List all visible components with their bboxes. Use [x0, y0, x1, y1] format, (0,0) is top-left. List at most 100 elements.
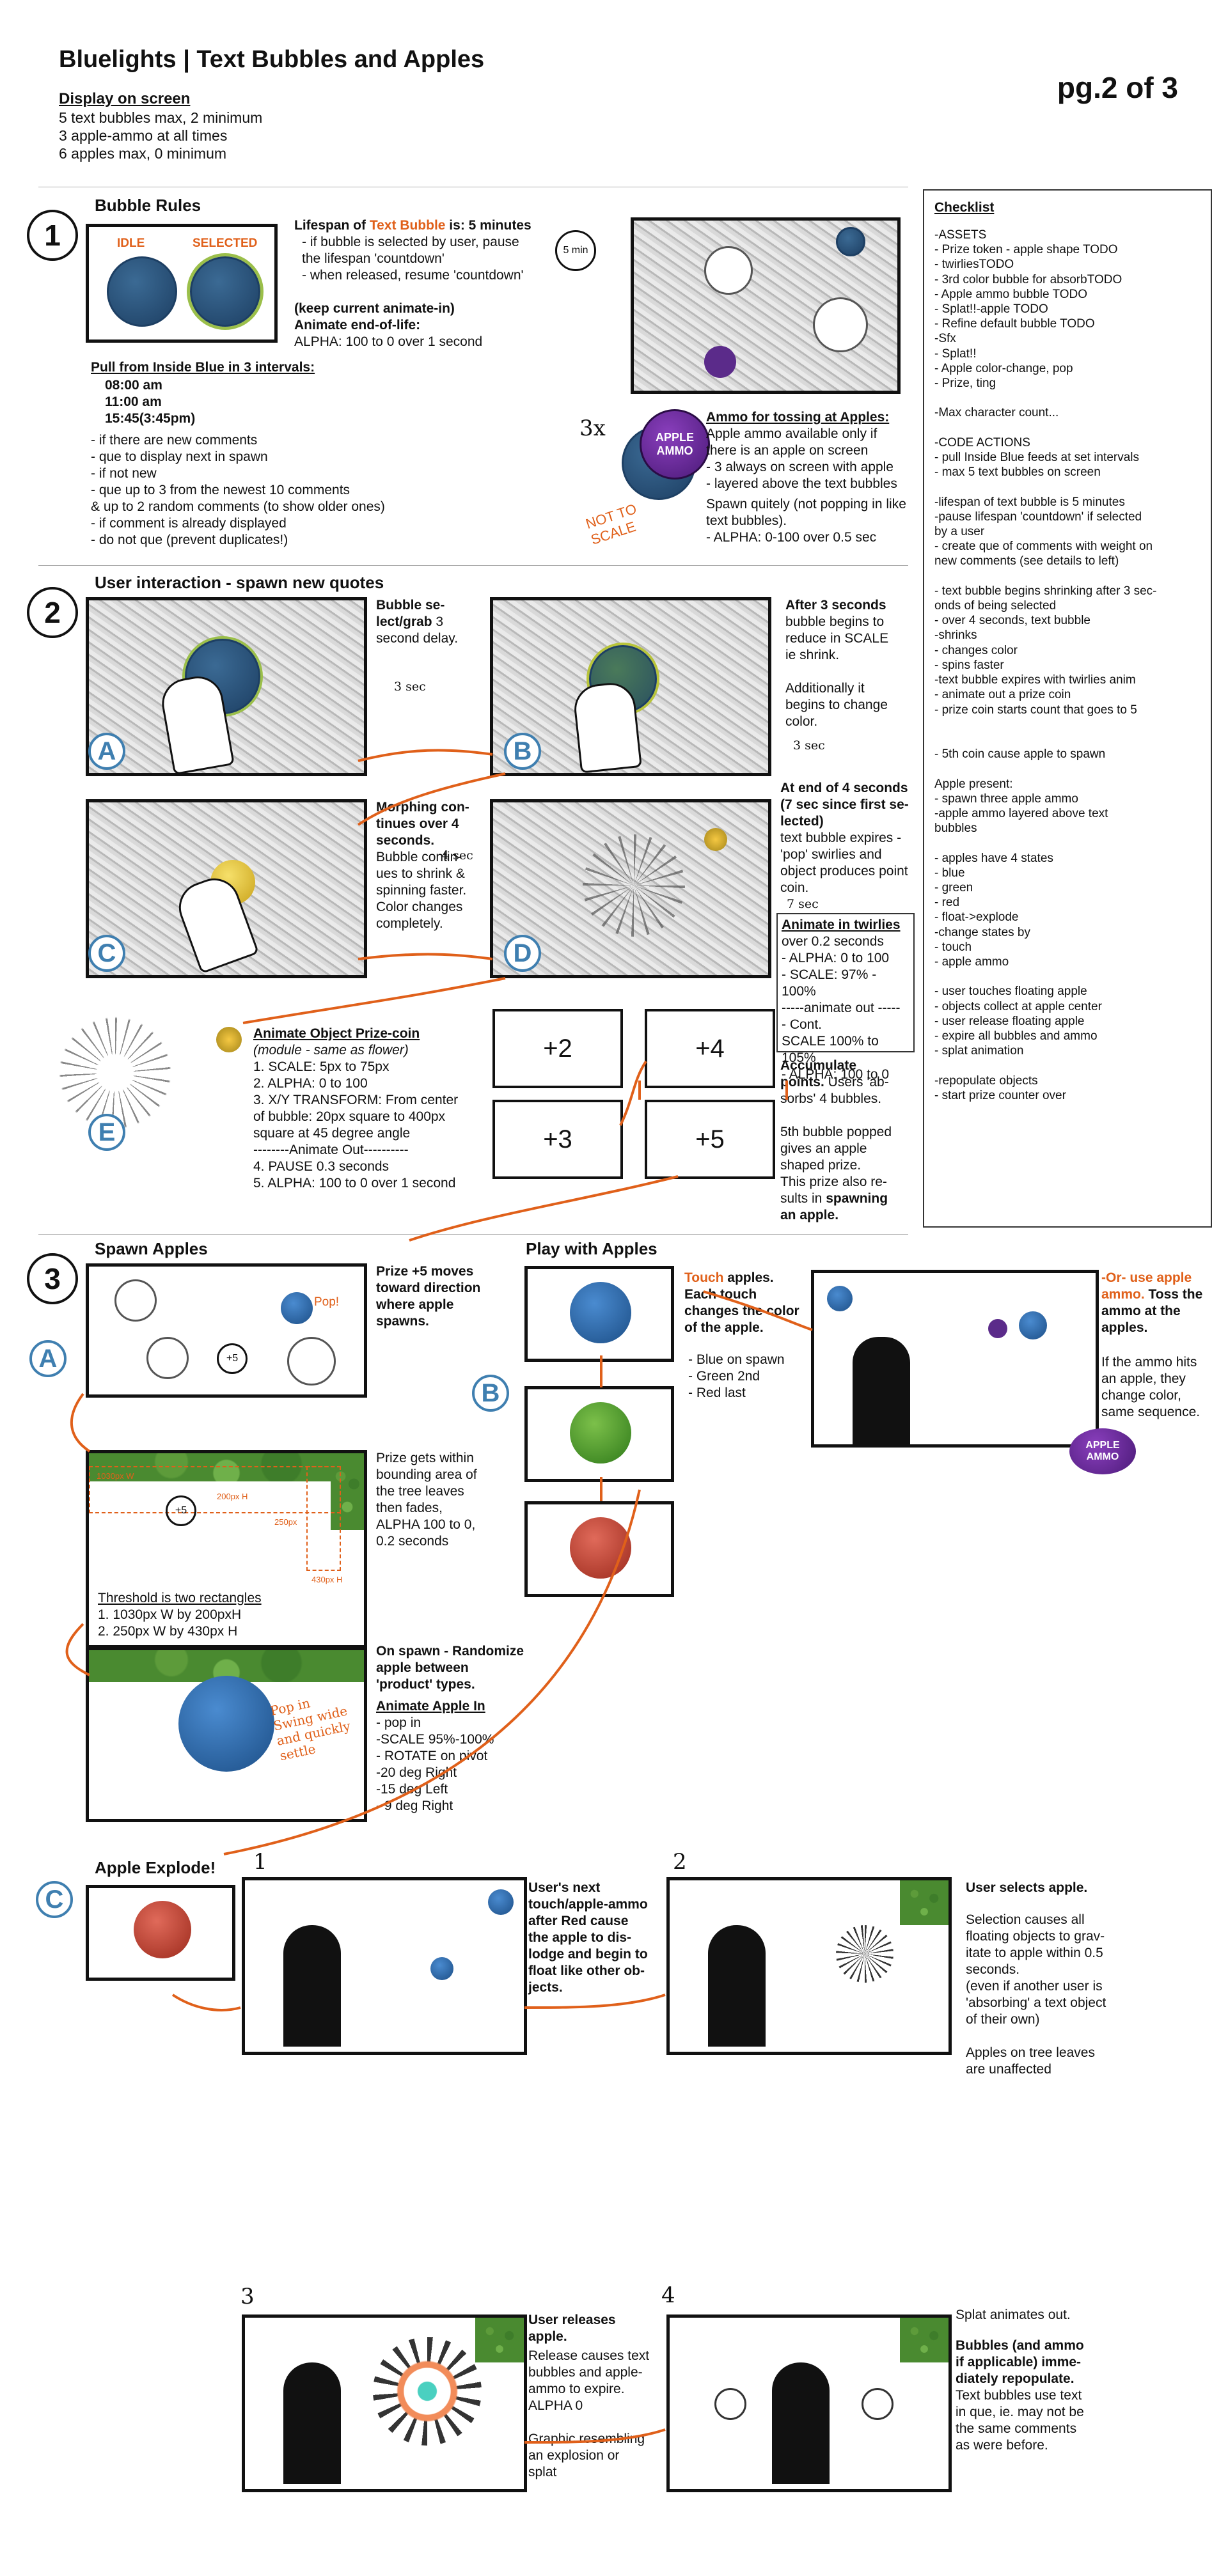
- step-b-bold: After 3 seconds: [785, 598, 886, 613]
- threshold-rect-2: [306, 1466, 341, 1571]
- explode-frame-small: [86, 1885, 235, 1981]
- threshold-lines: 1. 1030px W by 200pxH 2. 250px W by 430p…: [98, 1607, 242, 1639]
- or-use: -Or- use apple ammo.: [1101, 1270, 1192, 1302]
- lifespan-pre: Lifespan of: [294, 218, 370, 233]
- ammo-label: APPLE AMMO: [655, 431, 694, 457]
- spawn-quotes-heading: User interaction - spawn new quotes: [95, 573, 384, 592]
- display-lines: 5 text bubbles max, 2 minimum 3 apple-am…: [59, 109, 263, 162]
- user-silhouette: [708, 1925, 766, 2047]
- section-number-3: 3: [27, 1253, 78, 1304]
- checklist-panel: Checklist -ASSETS - Prize token - apple …: [923, 189, 1212, 1228]
- queue-rules: - if there are new comments - que to dis…: [91, 433, 385, 547]
- prize-coin-icon: [216, 1027, 242, 1052]
- or-use-text: -Or- use apple ammo. Toss the ammo at th…: [1101, 1270, 1202, 1336]
- touch-pre: Touch: [684, 1270, 724, 1285]
- label-d: D: [504, 935, 541, 972]
- dim-1030: 1030px W: [97, 1471, 134, 1481]
- explode-frame-1: [242, 1877, 527, 2055]
- arrow-ex-0-1: [171, 1994, 241, 2011]
- display-heading: Display on screen: [59, 90, 191, 107]
- lifespan-rule: Lifespan of Text Bubble is: 5 minutes: [294, 217, 531, 234]
- ammo-icon: [988, 1319, 1007, 1338]
- step-2-number: 2: [673, 1849, 687, 1875]
- explode-heading: Apple Explode!: [95, 1858, 216, 1877]
- pull-time-2: 11:00 am: [105, 394, 162, 409]
- lifespan-lines: - if bubble is selected by user, pause t…: [302, 235, 524, 283]
- section-number-1: 1: [27, 210, 78, 261]
- selected-bubble: [190, 256, 260, 327]
- user-silhouette: [853, 1337, 910, 1444]
- page-title: Bluelights | Text Bubbles and Apples: [59, 46, 485, 73]
- points-value: +5: [695, 1125, 725, 1153]
- points-box-2: +2: [492, 1009, 623, 1088]
- arrow-to-explode: [223, 1489, 641, 1855]
- accumulate-bold: Accumulate points.: [780, 1058, 857, 1089]
- step-d-frame: [490, 799, 771, 978]
- apple-icon: [281, 1292, 313, 1324]
- explode-frame-4: [666, 2314, 952, 2492]
- tree-leaves: [475, 2318, 524, 2362]
- lifespan-key: Text Bubble: [369, 218, 446, 233]
- twirl-heading: Animate in twirlies: [782, 917, 901, 932]
- arrow-spawn-2: [65, 1623, 90, 1676]
- accumulate-end: spawning an apple.: [780, 1191, 888, 1222]
- touch-text: Touch apples. Each touch changes the col…: [684, 1270, 799, 1336]
- step-c-bold: Morphing con- tinues over 4 seconds.: [376, 800, 469, 848]
- label-c: C: [88, 935, 125, 972]
- ammo-lines: Apple ammo available only if there is an…: [706, 426, 897, 491]
- bubble-outline: [114, 1279, 157, 1322]
- page-number: pg.2 of 3: [1057, 71, 1178, 104]
- touch-post: apples. Each touch changes the color of …: [684, 1270, 799, 1335]
- touch-frame-green: [524, 1386, 674, 1482]
- step-1-number: 1: [253, 1849, 267, 1875]
- tree-leaves: [900, 2318, 949, 2362]
- step-a-text: Bubble se- lect/grab 3 second delay.: [376, 597, 458, 647]
- lifespan-post: is: 5 minutes: [445, 218, 531, 233]
- idle-label: IDLE: [117, 237, 145, 250]
- step-d-timer: 7 sec: [787, 897, 819, 911]
- apple-icon-red: [134, 1901, 191, 1958]
- coin-lines: 1. SCALE: 5px to 75px 2. ALPHA: 0 to 100…: [253, 1059, 459, 1190]
- step-b-rest: bubble begins to reduce in SCALE ie shri…: [785, 614, 889, 729]
- arrow-pt-3: [619, 1060, 647, 1126]
- dim-430: 430px H: [311, 1575, 343, 1584]
- bubble-outline: [146, 1337, 189, 1379]
- on-spawn-text: On spawn - Randomize apple between 'prod…: [376, 1644, 524, 1692]
- apple-ammo-icon: APPLE AMMO: [640, 409, 710, 480]
- step-c-frame: [86, 799, 367, 978]
- explode-frame-2: [666, 1877, 952, 2055]
- dim-250: 250px: [274, 1517, 297, 1527]
- dim-200: 200px H: [217, 1492, 248, 1501]
- twirlies-burst: [583, 834, 685, 937]
- apple-icon: [827, 1286, 853, 1311]
- ammo-count: 3x: [579, 416, 606, 441]
- apple-icon-blue: [570, 1282, 631, 1343]
- ammo-sketch-icon: [704, 346, 736, 378]
- step-d-bold: At end of 4 seconds (7 sec since first s…: [780, 781, 909, 829]
- arrow-b-c: [357, 772, 506, 826]
- pull-time-1: 08:00 am: [105, 378, 162, 393]
- step-3-number: 3: [240, 2284, 255, 2309]
- prize-move-text: Prize +5 moves toward direction where ap…: [376, 1264, 481, 1329]
- apple-in-lines: - pop in -SCALE 95%-100% - ROTATE on piv…: [376, 1715, 494, 1813]
- splat-graphic: [373, 2337, 482, 2446]
- points-box-5: +5: [645, 1100, 775, 1179]
- tree-leaves: [89, 1650, 364, 1682]
- apple-ammo-badge: APPLE AMMO: [1069, 1428, 1136, 1474]
- accumulate-text: Accumulate points. Users 'ab- sorbs' 4 b…: [780, 1058, 892, 1224]
- bubble-outline: [287, 1337, 336, 1386]
- bubble-sketch: [836, 227, 865, 256]
- apple-icon-red: [570, 1517, 631, 1579]
- step-d-rest: text bubble expires - 'pop' swirlies and…: [780, 831, 908, 895]
- arrow-a-b: [358, 749, 493, 762]
- arrow-touch-ammo: [703, 1290, 813, 1331]
- pop-tag: Pop!: [314, 1295, 340, 1309]
- accumulate-rest: Users 'ab- sorbs' 4 bubbles. 5th bubble …: [780, 1075, 892, 1206]
- toss-text: Toss the ammo at the apples.: [1101, 1287, 1203, 1335]
- step-b-timer: 3 sec: [793, 738, 825, 753]
- label-a: A: [88, 733, 125, 770]
- step-a-bold: Bubble se- lect/grab: [376, 598, 445, 629]
- pull-heading: Pull from Inside Blue in 3 intervals:: [91, 360, 315, 375]
